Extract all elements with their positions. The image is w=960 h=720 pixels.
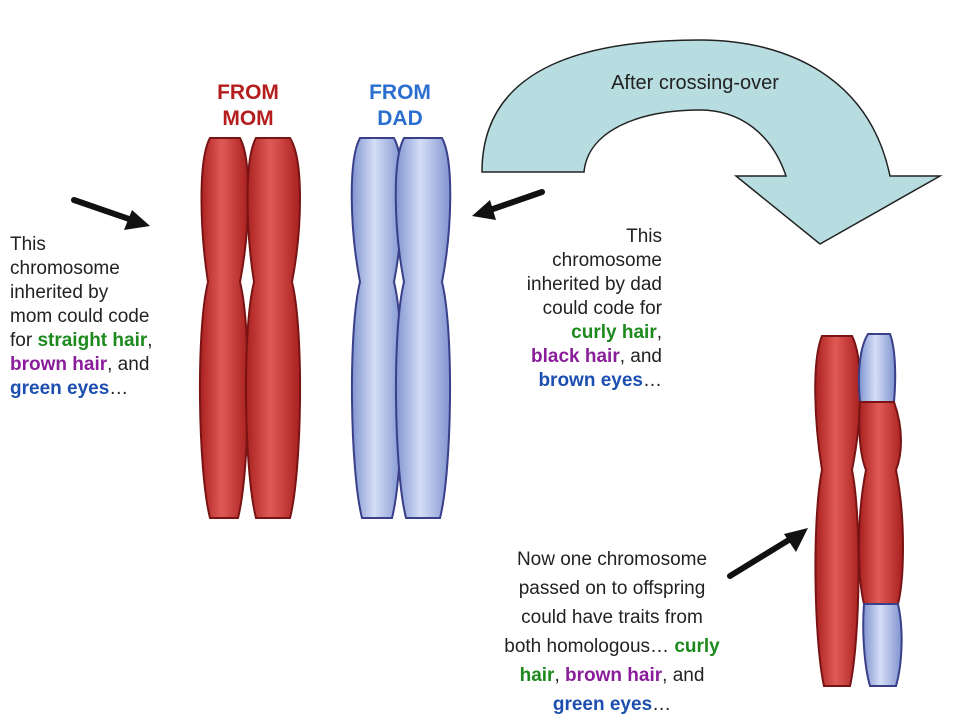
- trait-black-hair: black hair: [531, 346, 620, 367]
- mom-caption-line: chromosome: [10, 258, 120, 279]
- dad-chromatid-left: [350, 137, 404, 519]
- mom-caption-text: ,: [147, 330, 153, 351]
- dad-caption-line: black hair, and: [472, 345, 662, 369]
- dad-caption-line: chromosome: [552, 250, 662, 271]
- dad-caption-text: , and: [619, 346, 662, 367]
- mom-caption-text: , and: [107, 354, 150, 375]
- recombinant-chromosome: [814, 333, 904, 687]
- trait-green-eyes: green eyes: [552, 694, 653, 715]
- dad-caption-line: could code for: [542, 298, 662, 319]
- mom-caption-line: for straight hair,: [10, 329, 200, 353]
- dad-chromatid-right: [394, 137, 452, 519]
- offspring-caption-line: both homologous… curly: [470, 632, 754, 661]
- recombinant-chromatid-right-middle: [858, 401, 904, 605]
- recombinant-chromatid-right-bottom: [862, 603, 903, 687]
- trait-brown-eyes: brown eyes: [538, 370, 643, 391]
- offspring-caption-text: …: [652, 694, 672, 715]
- offspring-caption-text: , and: [662, 665, 705, 686]
- offspring-caption-line: Now one chromosome: [516, 549, 708, 570]
- trait-curly-hair: curly hair: [571, 322, 657, 343]
- offspring-caption-line: hair, brown hair, and: [470, 661, 754, 690]
- mom-caption-line: mom could code: [10, 306, 150, 327]
- mom-chromosome: [198, 137, 302, 519]
- crossing-over-arrow: [481, 39, 943, 245]
- dad-pointer-arrow: [472, 189, 545, 220]
- offspring-caption-text: ,: [554, 665, 566, 686]
- dad-caption-line: This: [626, 226, 662, 247]
- mom-caption-text: …: [109, 378, 129, 399]
- recombinant-chromatid-right-top: [857, 333, 897, 403]
- dad-caption-text: ,: [656, 322, 662, 343]
- offspring-caption-text: both homologous…: [504, 636, 675, 657]
- mom-caption-line: green eyes…: [10, 377, 200, 401]
- mom-caption-line: brown hair, and: [10, 353, 200, 377]
- mom-header-line2: MOM: [222, 107, 274, 130]
- offspring-caption-line: passed on to offspring: [518, 578, 706, 599]
- mom-chromatid-left: [198, 137, 250, 519]
- mom-caption-line: This: [10, 234, 46, 255]
- trait-straight-hair: straight hair: [37, 330, 148, 351]
- mom-caption-text: for: [10, 330, 38, 351]
- mom-header: FROM MOM: [200, 80, 296, 132]
- crossing-over-label: After crossing-over: [611, 72, 779, 94]
- dad-header-line1: FROM: [369, 81, 431, 104]
- mom-caption: This chromosome inherited by mom could c…: [10, 233, 200, 401]
- dad-header-line2: DAD: [377, 107, 423, 130]
- recombinant-chromatid-left: [814, 335, 862, 687]
- trait-brown-hair: brown hair: [10, 354, 108, 375]
- mom-chromatid-right: [244, 137, 302, 519]
- dad-header: FROM DAD: [352, 80, 448, 132]
- dad-caption-line: inherited by dad: [526, 274, 662, 295]
- mom-caption-line: inherited by: [10, 282, 109, 303]
- offspring-pointer-arrow: [727, 528, 808, 579]
- trait-green-eyes: green eyes: [10, 378, 110, 399]
- offspring-caption-line: green eyes…: [470, 690, 754, 719]
- offspring-caption: Now one chromosome passed on to offsprin…: [470, 545, 754, 719]
- trait-curly: curly: [674, 636, 720, 657]
- trait-brown-hair: brown hair: [565, 665, 663, 686]
- dad-chromosome: [350, 137, 452, 519]
- dad-caption: This chromosome inherited by dad could c…: [472, 225, 662, 393]
- dad-caption-line: brown eyes…: [472, 369, 662, 393]
- offspring-caption-line: could have traits from: [521, 607, 703, 628]
- trait-hair: hair: [519, 665, 555, 686]
- dad-caption-line: curly hair,: [472, 321, 662, 345]
- mom-header-line1: FROM: [217, 81, 279, 104]
- dad-caption-text: …: [643, 370, 662, 391]
- mom-pointer-arrow: [71, 197, 150, 230]
